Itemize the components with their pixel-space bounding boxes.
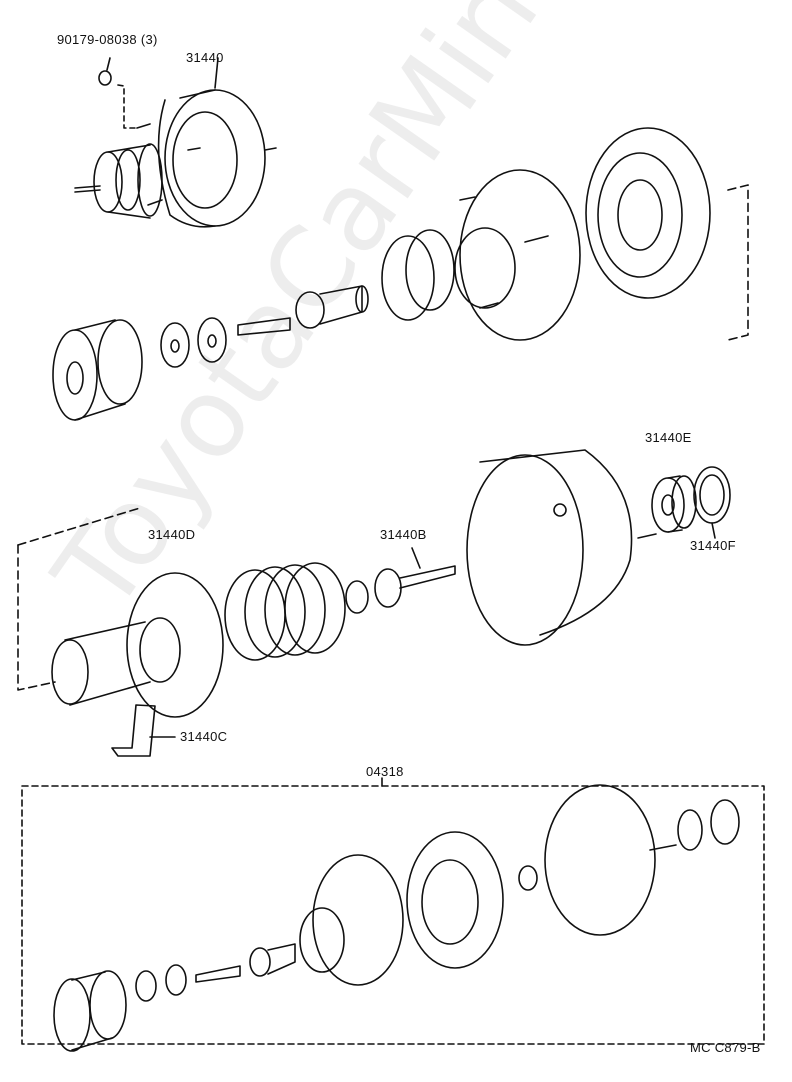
label-piston: 31440D: [148, 527, 196, 542]
piston-illustration: [17, 507, 224, 718]
figure-code: MC C879-B: [690, 1040, 761, 1055]
label-bolt: 90179-08038 (3): [57, 32, 158, 47]
rear-shell-illustration: [466, 449, 657, 646]
label-pushrod: 31440B: [380, 527, 427, 542]
front-bushing-illustration: [52, 319, 143, 421]
booster-assembly-illustration: [74, 57, 277, 228]
pushrod-illustration: [345, 547, 456, 614]
kit-parts-illustration: [53, 784, 740, 1052]
label-bracket: 31440C: [180, 729, 228, 744]
valve-body-illustration: [237, 285, 369, 336]
spring-illustration: [224, 562, 346, 661]
bearing-illustration: [651, 475, 697, 533]
retainer-illustration: [693, 466, 731, 539]
front-shell-illustration: [454, 169, 581, 341]
kit-boundary: [21, 785, 765, 1045]
label-retainer: 31440F: [690, 538, 736, 553]
label-kit: 04318: [366, 764, 404, 779]
label-bearing: 31440E: [645, 430, 692, 445]
bracket-illustration: [111, 704, 176, 757]
seal-ring-illustration: [381, 229, 455, 321]
diaphragm-plate-illustration: [585, 127, 749, 341]
label-booster-assembly: 31440: [186, 50, 224, 65]
washers-illustration: [160, 317, 227, 368]
